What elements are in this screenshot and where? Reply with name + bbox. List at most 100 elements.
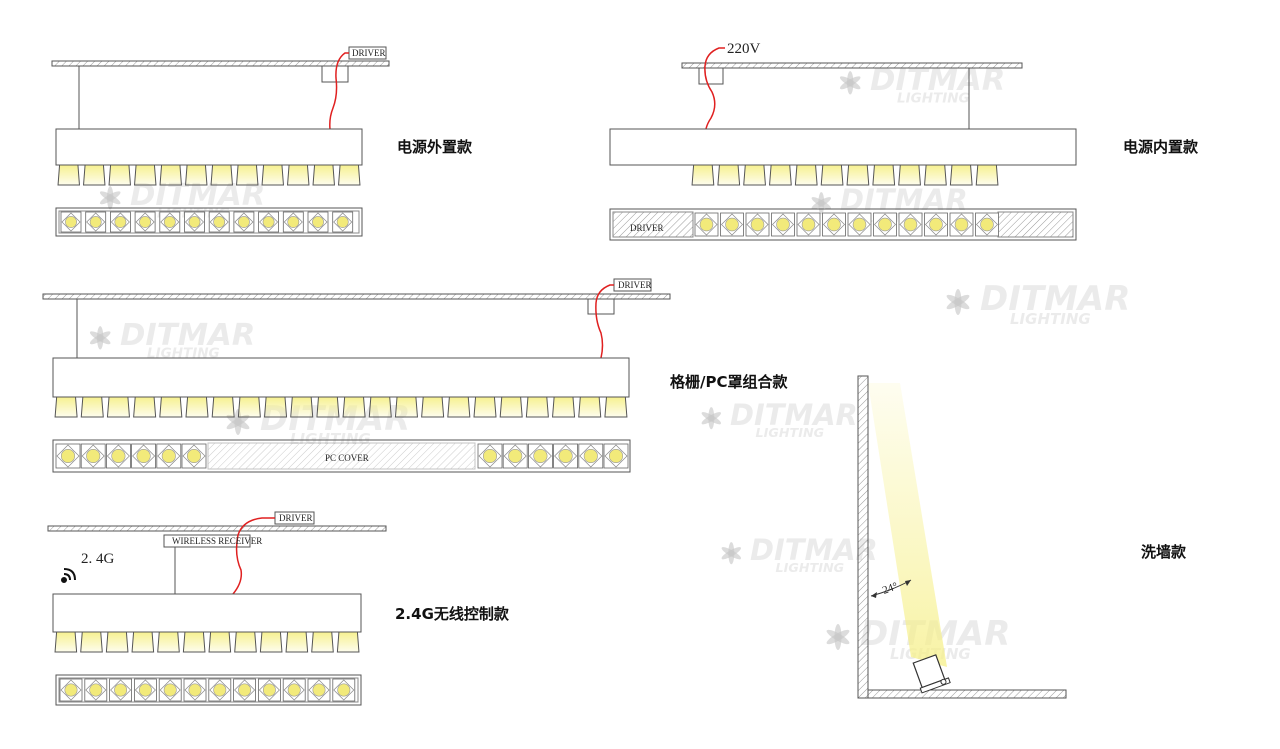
led-cell [847,212,872,237]
led [114,683,128,697]
light-beam [234,631,257,653]
led-cell [258,211,280,233]
light-beam [290,396,314,418]
svg-text:LIGHTING: LIGHTING [756,426,825,441]
led-cell [771,212,795,237]
led-cell [578,443,604,469]
power-wire [232,517,275,595]
light-beam [182,631,206,653]
led [336,216,349,228]
led [903,217,918,232]
led-cell [85,211,107,233]
wash-beam [868,383,947,667]
led-cell [553,443,578,469]
led-row [55,443,629,469]
led [801,217,816,232]
driver-label: DRIVER [630,223,664,233]
led-cell [307,211,329,233]
light-beam [106,396,130,418]
led [980,217,994,232]
led [312,216,324,228]
led [558,448,573,464]
led [89,216,102,228]
light-beam [159,396,183,418]
light-beams [54,396,628,418]
caption-wireless: 2.4G无线控制款 [395,605,510,623]
led [114,216,127,228]
beam-angle-label: 24° [881,580,900,597]
led-cell [694,212,719,237]
frequency-label: 2. 4G [81,551,115,567]
led-cell [60,211,82,233]
led-cell [822,212,846,237]
wireless-variant [47,511,387,706]
svg-text:DITMAR: DITMAR [730,398,858,432]
led [337,683,351,697]
led [161,448,176,464]
light-beam [525,396,549,418]
angle-arrow [905,580,911,586]
wifi-signal-icon [61,568,76,583]
light-beam [691,164,715,186]
fixture-inner-frame [58,677,359,703]
led-cell [184,211,205,233]
voltage-label: 220V [727,41,761,57]
light-beam [311,631,334,653]
light-beam [287,164,310,186]
led-cell [949,212,974,237]
led [287,216,300,228]
light-beam [769,164,792,186]
led-cell [84,678,108,702]
fixture-bottom-view [52,439,631,473]
light-beam [473,396,497,418]
light-beam [131,631,155,653]
driver-compartment [612,211,694,238]
led [237,216,250,228]
led-cell [134,211,156,233]
led-cell [257,678,281,702]
light-beam [105,631,129,653]
svg-text:LIGHTING: LIGHTING [897,91,970,107]
light-beam [820,164,844,186]
light-beam [717,164,741,186]
led-cell [233,678,257,702]
svg-text:DITMAR: DITMAR [840,183,968,217]
led-cell [332,678,356,702]
light-beam [54,631,78,653]
led [163,683,177,697]
led-cell [720,212,744,237]
led [89,683,103,697]
led [262,216,275,228]
light-beams [691,164,999,186]
led-cell [477,443,503,469]
led-cell [156,443,182,469]
light-beam [338,164,361,186]
led [312,683,326,697]
ceiling [51,60,390,67]
led [287,683,301,697]
led-cell [80,443,106,469]
fixture-body [55,128,363,166]
light-beam [264,396,288,418]
led [878,217,892,232]
external-driver-variant [51,46,390,237]
svg-text:LIGHTING: LIGHTING [1010,310,1091,328]
led-cell [924,212,948,237]
led [482,448,498,464]
fixture-bottom-view [609,208,1077,241]
grille-pc-variant [42,278,671,473]
led-cell [208,211,230,233]
light-beam [924,164,947,186]
light-beam [259,631,283,653]
fixture-body [52,357,630,398]
light-beam [54,396,78,418]
ceiling [681,62,1023,69]
led [583,448,598,464]
light-beam [57,164,80,186]
light-beam [83,164,106,186]
led [213,216,226,228]
fixture-bottom-view [55,674,362,706]
led [827,217,841,232]
